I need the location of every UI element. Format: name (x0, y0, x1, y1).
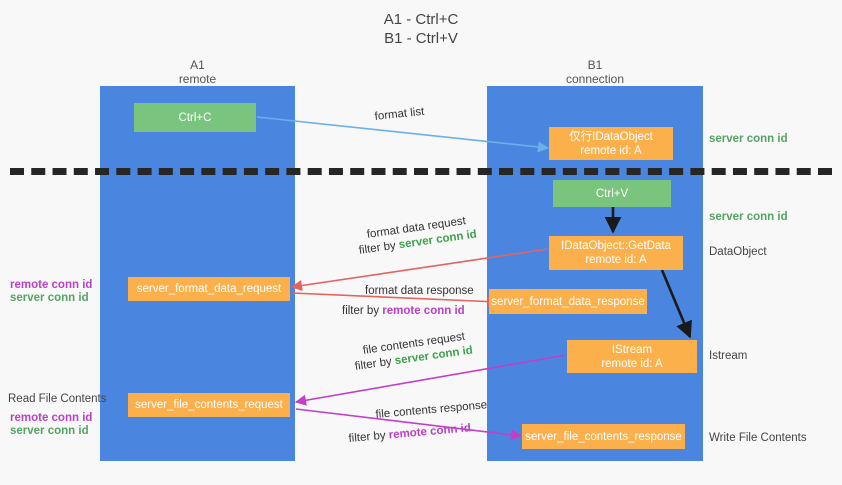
filter-prefix: filter by (354, 355, 396, 373)
filter-prefix: filter by (342, 305, 383, 317)
column-b1-name: B1 (587, 58, 603, 72)
node-idataobject-line2: remote id: A (580, 144, 642, 157)
filter-prefix: filter by (348, 429, 390, 445)
node-ctrl-c[interactable]: Ctrl+C (134, 103, 256, 132)
annotation-server-conn-id-2: server conn id (10, 425, 89, 437)
node-server-format-data-response[interactable]: server_format_data_response (489, 289, 647, 314)
annotation-write-file-contents: Write File Contents (709, 432, 807, 444)
node-ctrl-c-label: Ctrl+C (178, 111, 212, 124)
phase-separator-dashed-line (10, 168, 832, 175)
annotation-remote-conn-id-1: remote conn id (10, 279, 93, 291)
column-a1-name: A1 (190, 58, 205, 72)
page-title: A1 - Ctrl+C B1 - Ctrl+V (0, 10, 842, 48)
node-istream[interactable]: IStream remote id: A (567, 340, 697, 373)
edge-label-file-contents-response-filter: filter by remote conn id (348, 421, 472, 447)
edge-label-format-data-response: format data response (365, 285, 474, 297)
column-header-b1: B1 connection (487, 58, 703, 86)
annotation-server-conn-id-top: server conn id (709, 133, 788, 145)
column-header-a1: A1 remote (100, 58, 295, 86)
node-idataobject-line1: 仅行IDataObject (569, 130, 653, 143)
node-idataobject[interactable]: 仅行IDataObject remote id: A (549, 127, 673, 160)
annotation-server-conn-id-mid: server conn id (709, 211, 788, 223)
node-server-file-contents-request[interactable]: server_file_contents_request (128, 393, 290, 417)
node-ctrl-v[interactable]: Ctrl+V (553, 180, 671, 207)
title-line-2: B1 - Ctrl+V (384, 30, 458, 47)
node-server-format-data-request[interactable]: server_format_data_request (128, 277, 290, 301)
column-a1-role: remote (178, 72, 217, 86)
node-server-format-data-request-label: server_format_data_request (136, 283, 282, 295)
filter-prefix: filter by (358, 239, 400, 257)
node-idataobject-getdata[interactable]: IDataObject::GetData remote id: A (549, 236, 683, 270)
node-istream-line2: remote id: A (601, 357, 663, 370)
node-server-file-contents-response-label: server_file_contents_response (525, 430, 682, 443)
node-istream-line1: IStream (611, 343, 653, 356)
title-line-1: A1 - Ctrl+C (383, 11, 459, 28)
node-server-file-contents-request-label: server_file_contents_request (135, 399, 283, 411)
node-ctrl-v-label: Ctrl+V (595, 187, 629, 200)
annotation-dataobject: DataObject (709, 246, 767, 258)
node-getdata-line1: IDataObject::GetData (561, 240, 671, 252)
node-server-format-data-response-label: server_format_data_response (491, 295, 645, 308)
edge-label-format-data-response-filter: filter by remote conn id (342, 304, 465, 319)
column-b1-role: connection (565, 72, 625, 86)
edge-label-format-list: format list (374, 105, 425, 123)
node-server-file-contents-response[interactable]: server_file_contents_response (522, 424, 685, 449)
annotation-read-file-contents: Read File Contents (8, 393, 107, 405)
annotation-server-conn-id-1: server conn id (10, 292, 89, 304)
edge-label-file-contents-response: file contents response (375, 399, 488, 421)
annotation-remote-conn-id-2: remote conn id (10, 412, 93, 424)
filter-key-remote-conn-id: remote conn id (388, 422, 472, 442)
annotation-istream: Istream (709, 350, 748, 362)
filter-key-remote-conn-id: remote conn id (382, 305, 465, 317)
node-getdata-line2: remote id: A (585, 254, 647, 266)
